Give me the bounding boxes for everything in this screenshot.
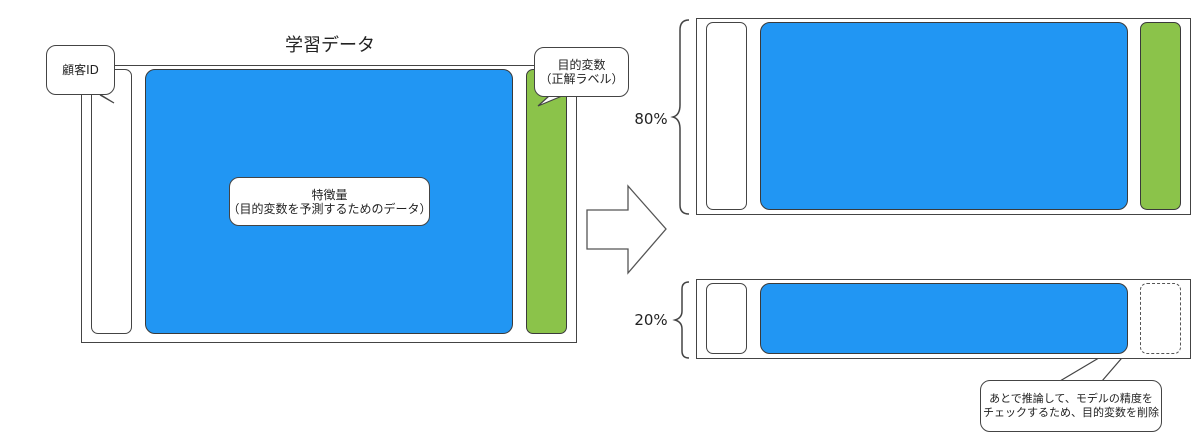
target-callout: 目的変数 （正解ラベル）	[534, 47, 629, 97]
feature-callout: 特徴量 （目的変数を予測するためのデータ）	[227, 177, 432, 226]
removal-note-line1: あとで推論して、モデルの精度を	[989, 392, 1153, 405]
removal-note-callout: あとで推論して、モデルの精度を チェックするため、目的変数を削除	[980, 380, 1162, 432]
test-customer-id-column	[706, 283, 747, 354]
target-column	[526, 69, 567, 334]
test-percent: 20%	[634, 311, 668, 329]
train-target-column	[1140, 22, 1181, 210]
train-feature-block	[760, 22, 1128, 210]
removal-note-line2: チェックするため、目的変数を削除	[983, 406, 1159, 419]
customer-id-column	[91, 69, 132, 334]
customer-id-label: 顧客ID	[62, 63, 99, 77]
test-removed-target-column	[1140, 283, 1181, 354]
feature-label-line2: （目的変数を予測するためのデータ）	[227, 201, 432, 216]
train-customer-id-column	[706, 22, 747, 210]
target-label-line2: （正解ラベル）	[539, 72, 624, 86]
train-percent: 80%	[634, 110, 668, 128]
training-data-title: 学習データ	[285, 35, 375, 56]
target-label-line1: 目的変数	[557, 58, 606, 72]
customer-id-callout: 顧客ID	[46, 45, 115, 95]
test-feature-block	[760, 283, 1128, 354]
feature-label-line1: 特徴量	[311, 187, 348, 202]
